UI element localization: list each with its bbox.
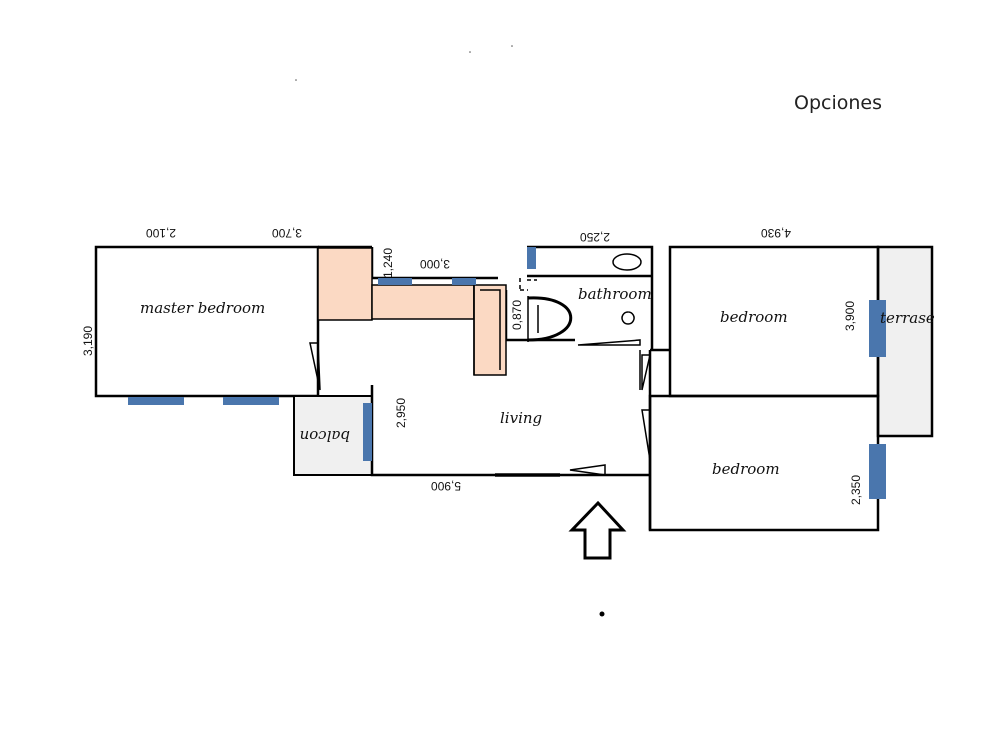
dimension-label: 0,870 bbox=[510, 300, 524, 330]
window bbox=[527, 247, 536, 269]
wardrobe-cabinet bbox=[317, 247, 373, 321]
door-entrance bbox=[569, 464, 606, 476]
room-label-balcony: balcon bbox=[300, 427, 350, 445]
window bbox=[378, 278, 412, 285]
dimension-label: 3,000 bbox=[420, 257, 450, 271]
door-bedroom-bottom bbox=[641, 409, 651, 461]
dimension-label: 2,100 bbox=[146, 226, 176, 240]
dimension-label: 2,950 bbox=[394, 398, 408, 428]
room-label-living: living bbox=[500, 409, 542, 427]
room-label-master-bedroom: master bedroom bbox=[140, 299, 265, 317]
kitchen-counter-side bbox=[473, 284, 507, 376]
entrance-arrow-icon bbox=[568, 500, 627, 560]
toilet-fixture bbox=[621, 311, 635, 325]
terrace-area bbox=[876, 245, 934, 438]
shower-curve bbox=[527, 296, 572, 342]
window bbox=[452, 278, 476, 285]
door-bathroom bbox=[577, 339, 641, 346]
master-bedroom-walls bbox=[94, 245, 320, 398]
room-label-bathroom: bathroom bbox=[578, 285, 652, 303]
door-bedroom-top bbox=[641, 354, 651, 391]
room-label-bedroom-bottom: bedroom bbox=[712, 460, 780, 478]
sink-fixture bbox=[612, 253, 642, 271]
window bbox=[869, 444, 886, 499]
dimension-label: 1,240 bbox=[381, 248, 395, 278]
room-label-bedroom-top: bedroom bbox=[720, 308, 788, 326]
kitchen-counter bbox=[371, 284, 475, 320]
dimension-label: 2,350 bbox=[849, 475, 863, 505]
window bbox=[869, 300, 886, 357]
dot-mark bbox=[599, 611, 605, 617]
window bbox=[223, 397, 279, 405]
options-button[interactable]: Opciones bbox=[794, 92, 882, 114]
dimension-label: 3,700 bbox=[272, 226, 302, 240]
dimension-label: 2,250 bbox=[580, 230, 610, 244]
window bbox=[128, 397, 184, 405]
bathroom-walls bbox=[472, 245, 654, 350]
dimension-label: 3,900 bbox=[843, 301, 857, 331]
door-master bbox=[309, 342, 321, 391]
dimension-label: 5,900 bbox=[431, 479, 461, 493]
dimension-label: 4,930 bbox=[761, 226, 791, 240]
window bbox=[363, 403, 372, 461]
dimension-label: 3,190 bbox=[81, 326, 95, 356]
room-label-terrace: terrase bbox=[880, 309, 935, 327]
